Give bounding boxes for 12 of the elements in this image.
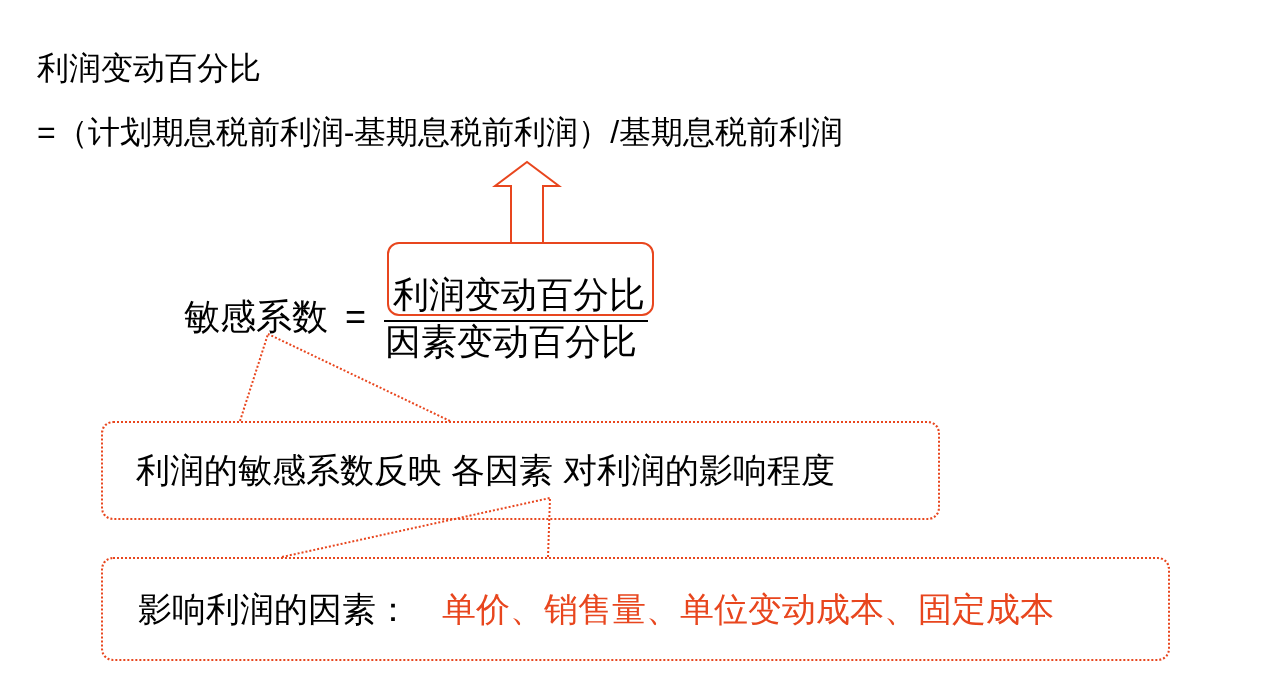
callout-pointer bbox=[281, 497, 551, 558]
formula-title: 利润变动百分比 bbox=[37, 49, 261, 88]
highlight-box: 利润变动百分比 bbox=[387, 242, 654, 316]
formula-term: 敏感系数 bbox=[184, 294, 344, 340]
callout-box bbox=[101, 557, 1170, 661]
formula-denominator: 因素变动百分比 bbox=[385, 322, 637, 362]
callout-pointer bbox=[239, 333, 451, 422]
callout-text: 影响利润的因素： bbox=[138, 589, 410, 630]
factor-list: 单价、销售量、单位变动成本、固定成本 bbox=[442, 588, 1054, 630]
callout-box: 利润的敏感系数反映 各因素 对利润的影响程度 bbox=[101, 421, 940, 520]
formula-text: =（计划期息税前利润-基期息税前利润）/基期息税前利润 bbox=[37, 113, 844, 152]
equals-sign: = bbox=[345, 295, 367, 339]
